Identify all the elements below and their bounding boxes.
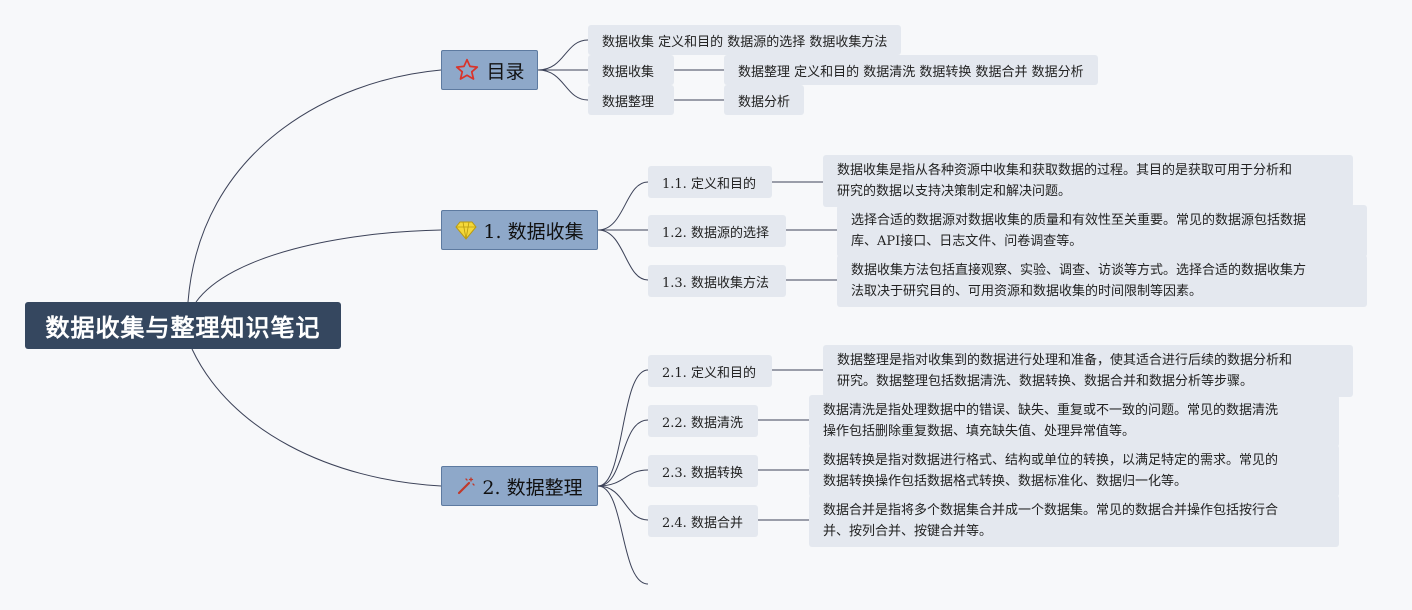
branch-collect[interactable]: 1. 数据收集 [441,210,598,250]
topic-organize-cleaning[interactable]: 2.2. 数据清洗 [648,405,758,437]
toc-subitem[interactable]: 数据分析 [724,85,805,115]
topic-collect-source[interactable]: 1.2. 数据源的选择 [648,215,786,247]
connector-root-organize [191,348,442,487]
branch-label: 1. 数据收集 [483,220,584,243]
note-organize-definition[interactable]: 数据整理是指对收集到的数据进行处理和准备，使其适合进行后续的数据分析和 研究。数… [823,345,1353,397]
toc-item[interactable]: 数据收集 [588,55,674,85]
note-collect-method[interactable]: 数据收集方法包括直接观察、实验、调查、访谈等方式。选择合适的数据收集方 法取决于… [837,255,1367,307]
toc-item[interactable]: 数据收集 定义和目的 数据源的选择 数据收集方法 [588,25,902,55]
connector-root-toc [187,69,442,303]
topic-organize-definition[interactable]: 2.1. 定义和目的 [648,355,772,387]
diamond-icon [455,220,478,240]
topic-organize-merge[interactable]: 2.4. 数据合并 [648,505,758,537]
connector-organize-2 [597,419,649,487]
connector-collect-1 [597,181,649,231]
topic-collect-method[interactable]: 1.3. 数据收集方法 [648,265,786,297]
connector-root-collect [195,229,442,303]
connector-collect-3 [597,229,649,281]
root-topic[interactable]: 数据收集与整理知识笔记 [25,302,341,349]
branch-label: 目录 [486,60,525,83]
connector-organize-5 [597,485,649,585]
connector-toc-3 [537,69,589,101]
note-organize-cleaning[interactable]: 数据清洗是指处理数据中的错误、缺失、重复或不一致的问题。常见的数据清洗 操作包括… [809,395,1339,447]
note-organize-merge[interactable]: 数据合并是指将多个数据集合并成一个数据集。常见的数据合并操作包括按行合 并、按列… [809,495,1339,547]
connector-organize-1 [597,369,649,487]
star-icon [454,57,480,83]
branch-toc[interactable]: 目录 [441,50,538,90]
topic-organize-transform[interactable]: 2.3. 数据转换 [648,455,758,487]
topic-collect-definition[interactable]: 1.1. 定义和目的 [648,166,772,198]
toc-item[interactable]: 数据整理 [588,85,674,115]
branch-label: 2. 数据整理 [482,476,583,499]
branch-organize[interactable]: 2. 数据整理 [441,466,598,506]
connector-toc-1 [537,39,589,71]
note-organize-transform[interactable]: 数据转换是指对数据进行格式、结构或单位的转换，以满足特定的需求。常见的 数据转换… [809,445,1339,497]
connector-organize-3 [597,469,649,487]
note-collect-definition[interactable]: 数据收集是指从各种资源中收集和获取数据的过程。其目的是获取可用于分析和 研究的数… [823,155,1353,207]
toc-subitem[interactable]: 数据整理 定义和目的 数据清洗 数据转换 数据合并 数据分析 [724,55,1098,85]
magic-wand-icon [456,476,476,496]
note-collect-source[interactable]: 选择合适的数据源对数据收集的质量和有效性至关重要。常见的数据源包括数据 库、AP… [837,205,1367,257]
connector-organize-4 [597,485,649,521]
